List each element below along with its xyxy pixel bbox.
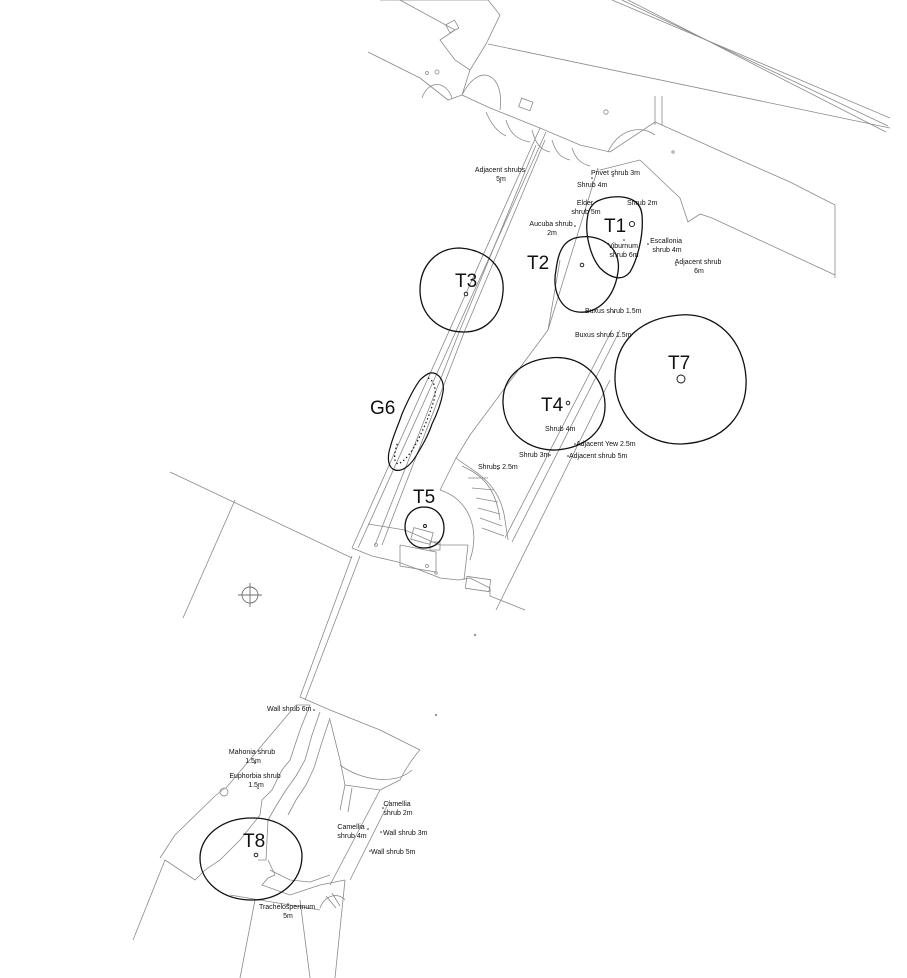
note-mahonia-shrub-1-5m: Mahonia shrub 1.5m [229, 749, 277, 765]
note-adjacent-shrub-6m: Adjacent shrub 6m [675, 259, 724, 275]
note-privet-shrub-3m: Privet shrub 3m [591, 170, 640, 177]
note-escallonia-shrub-4m: Escallonia shrub 4m [650, 238, 684, 254]
note-camellia-shrub-2m: Camellia shrub 2m [383, 801, 412, 817]
canopy-t5 [404, 506, 445, 549]
tree-label-t4: T4 [541, 395, 564, 416]
tree-stems [253, 220, 686, 858]
note-shrub-4m-mid: Shrub 4m [545, 426, 576, 433]
tree-label-t3: T3 [455, 271, 477, 292]
note-wall-shrub-6m: Wall shrub 6m [267, 706, 312, 713]
canopy-t4 [502, 356, 606, 451]
note-euphorbia-shrub-1-5m: Euphorbia shrub 1.5m [229, 773, 282, 789]
note-adjacent-yew-2-5m: Adjacent Yew 2.5m [576, 441, 636, 448]
canopy-t7 [614, 314, 747, 445]
note-camellia-shrub-4m: Camellia shrub 4m [337, 824, 366, 840]
note-viburnum-shrub-6m: Viburnum shrub 6m [608, 243, 640, 259]
canopy-t2 [554, 236, 619, 313]
canopy-t8 [199, 817, 303, 901]
group-label-g6: G6 [370, 398, 395, 419]
tree-canopies [199, 196, 747, 901]
note-aucuba-shrub-2m: Aucuba shrub 2m [529, 221, 574, 237]
note-wall-shrub-3m: Wall shrub 3m [383, 830, 428, 837]
canopy-t1 [586, 196, 643, 279]
note-shrubs-2-5m: Shrubs 2.5m [478, 464, 518, 471]
crosshair-circle-icon [238, 583, 262, 607]
tree-label-t2: T2 [527, 253, 549, 274]
note-shrub-3m: Shrub 3m [519, 452, 550, 459]
note-shrub-2m: Shrub 2m [627, 200, 658, 207]
shrub-notes: Adjacent shrubs 5m Privet shrub 3m Shrub… [229, 167, 724, 920]
site-linework [132, 0, 891, 978]
note-adjacent-shrubs-5m: Adjacent shrubs 5m [475, 167, 527, 183]
note-buxus-shrub-1-5m-a: Buxus shrub 1.5m [585, 308, 642, 315]
hedge-g6 [387, 372, 444, 471]
note-wall-shrub-5m: Wall shrub 5m [371, 849, 416, 856]
note-shrub-4m-top: Shrub 4m [577, 182, 608, 189]
note-buxus-shrub-1-5m-b: Buxus shrub 1.5m [575, 332, 632, 339]
tree-label-t1: T1 [604, 216, 626, 237]
note-elder-shrub-5m: Elder shrub 5m [571, 200, 600, 216]
note-trachelospermum-5m: Trachelospermum 5m [259, 904, 317, 920]
tree-label-t8: T8 [243, 831, 265, 852]
canopy-t3 [419, 247, 504, 333]
tree-label-t5: T5 [413, 487, 435, 508]
note-adjacent-shrub-5m: Adjacent shrub 5m [569, 453, 628, 460]
tree-labels: T1 T2 T3 T4 T5 T7 T8 G6 [243, 216, 690, 852]
shrub-markers [254, 175, 677, 905]
tree-label-t7: T7 [668, 353, 690, 374]
